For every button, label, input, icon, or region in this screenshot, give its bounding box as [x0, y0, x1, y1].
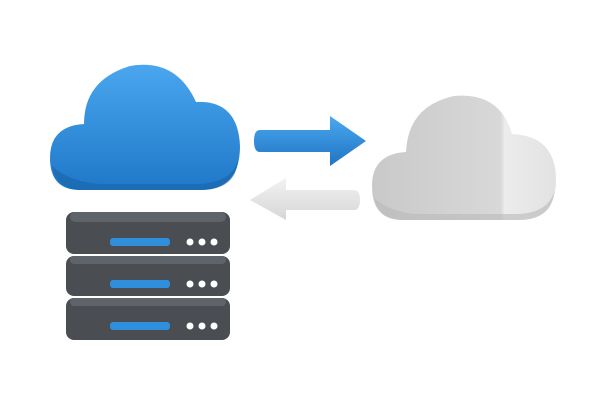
- server-led: [210, 280, 218, 288]
- blue-cloud-icon: [50, 64, 240, 190]
- server-unit: [66, 212, 230, 254]
- server-led: [210, 238, 218, 246]
- server-unit: [66, 256, 230, 296]
- server-slot: [110, 238, 170, 246]
- server-led: [198, 238, 206, 246]
- gray-cloud-icon: [372, 95, 556, 220]
- server-unit: [66, 298, 230, 340]
- server-led: [210, 322, 218, 330]
- arrow-right-icon: [254, 116, 366, 166]
- server-led: [186, 280, 194, 288]
- server-slot: [110, 322, 170, 330]
- server-led: [186, 322, 194, 330]
- server-led: [198, 280, 206, 288]
- arrow-left-icon: [250, 178, 360, 220]
- server-led: [186, 238, 194, 246]
- server-led: [198, 322, 206, 330]
- server-slot: [110, 280, 170, 288]
- server-stack-icon: [66, 212, 230, 340]
